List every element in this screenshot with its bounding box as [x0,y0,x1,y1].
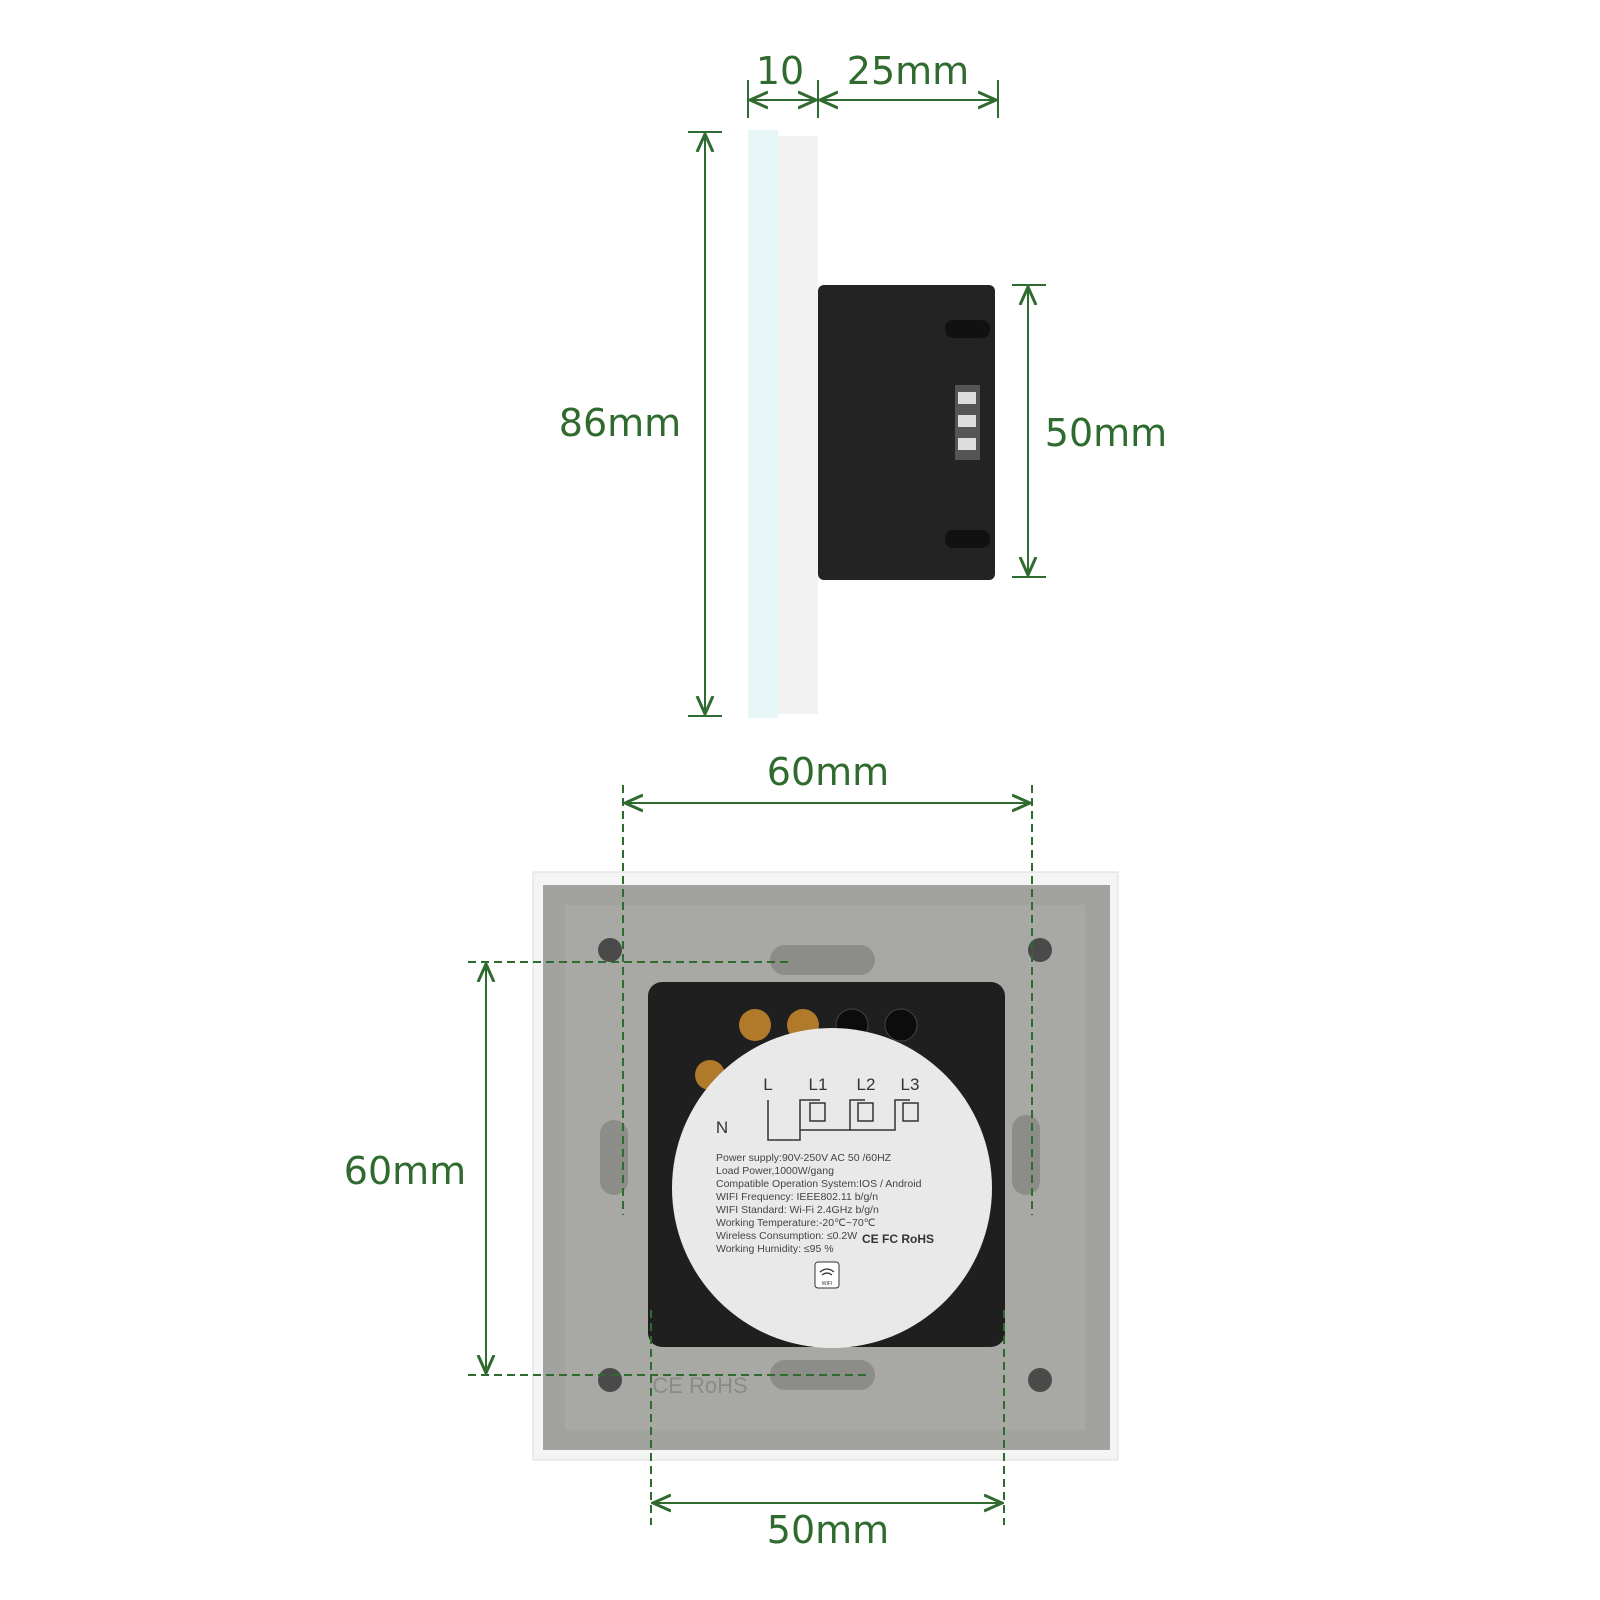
height-label: 86mm [559,401,681,445]
side-view: 10 25mm 86mm 50mm [559,49,1167,718]
spec-label [672,1028,992,1348]
terminal-l2: L2 [857,1075,876,1094]
spec-line: Wireless Consumption: ≤0.2W [716,1230,857,1242]
spec-line: WIFI Frequency: IEEE802.11 b/g/n [716,1191,878,1203]
terminal-l3: L3 [901,1075,920,1094]
plate-marking: CE RoHS [652,1373,747,1398]
module-width-label: 50mm [767,1508,889,1552]
glass-panel [748,130,778,718]
terminal-n: N [716,1118,728,1137]
spec-line: Load Power,1000W/gang [716,1165,834,1177]
spec-line: WIFI Standard: Wi-Fi 2.4GHz b/g/n [716,1204,879,1216]
back-view: CE RoHS L L1 L2 L3 N Power supply:90V-25… [344,750,1119,1552]
spec-line: Working Humidity: ≤95 % [716,1243,834,1255]
glass-thickness-label: 10 [756,49,804,93]
spec-lines: Power supply:90V-250V AC 50 /60HZ Load P… [716,1152,922,1255]
width-label: 60mm [767,750,889,794]
terminal-l: L [763,1075,772,1094]
spec-line: Power supply:90V-250V AC 50 /60HZ [716,1152,892,1164]
wifi-badge [814,1261,840,1289]
cert-marks: CE FC RoHS [862,1232,934,1246]
body-height-label: 50mm [1045,411,1167,455]
body-depth-label: 25mm [847,49,969,93]
wifi-badge-text: WIFI [822,1281,833,1287]
switch-body [818,285,995,580]
back-height-label: 60mm [344,1149,466,1193]
front-plate [778,136,818,714]
spec-line: Working Temperature:-20℃~70℃ [716,1217,876,1229]
spec-line: Compatible Operation System:IOS / Androi… [716,1178,922,1190]
terminal-l1: L1 [809,1075,828,1094]
wifi-icon [819,1268,835,1276]
